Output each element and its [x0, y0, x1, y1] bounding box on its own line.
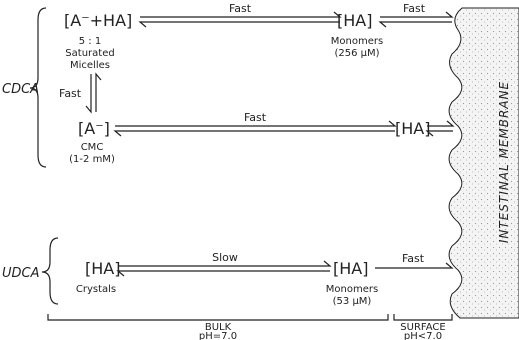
crystals-label: Crystals	[76, 284, 116, 295]
monomer-bottom-conc: (53 µM)	[333, 296, 372, 307]
bottom-to-membrane-rate: Fast	[402, 252, 425, 265]
ha-middle-species: [HA]	[395, 119, 430, 138]
top-equilibrium-rate: Fast	[229, 2, 252, 15]
crystals-species: [HA]	[85, 259, 120, 278]
monomer-top-label: Monomers	[331, 36, 383, 47]
surface-bracket	[394, 314, 452, 320]
udca-brace	[42, 238, 58, 304]
middle-equilibrium-rate: Fast	[244, 111, 267, 124]
monomer-top-species: [HA]	[337, 11, 372, 30]
middle-to-membrane-arrows	[427, 121, 453, 136]
udca-label: UDCA	[2, 266, 40, 281]
bulk-ph: pH=7.0	[199, 331, 237, 340]
vertical-rate: Fast	[59, 87, 82, 100]
cmc-label: CMC	[81, 142, 104, 153]
top-to-membrane-rate: Fast	[403, 2, 426, 15]
micelle-ratio: 5 : 1	[79, 36, 101, 47]
cmc-value: (1-2 mM)	[69, 154, 115, 165]
cdca-label: CDCA	[2, 82, 39, 97]
intestinal-membrane-label: INTESTINAL MEMBRANE	[497, 81, 511, 243]
monomer-top-conc: (256 µM)	[334, 48, 379, 59]
micelle-species: [A⁻+HA]	[64, 11, 132, 30]
monomer-bottom-label: Monomers	[326, 284, 378, 295]
vertical-equilibrium-arrows	[86, 74, 101, 112]
bulk-bracket	[48, 314, 388, 320]
micelle-name: Saturated	[65, 48, 114, 59]
anion-species: [A⁻]	[78, 119, 110, 138]
bottom-equilibrium-rate: Slow	[212, 251, 238, 264]
surface-ph: pH<7.0	[404, 331, 442, 340]
monomer-bottom-species: [HA]	[333, 259, 368, 278]
micelle-name-2: Micelles	[70, 60, 110, 71]
